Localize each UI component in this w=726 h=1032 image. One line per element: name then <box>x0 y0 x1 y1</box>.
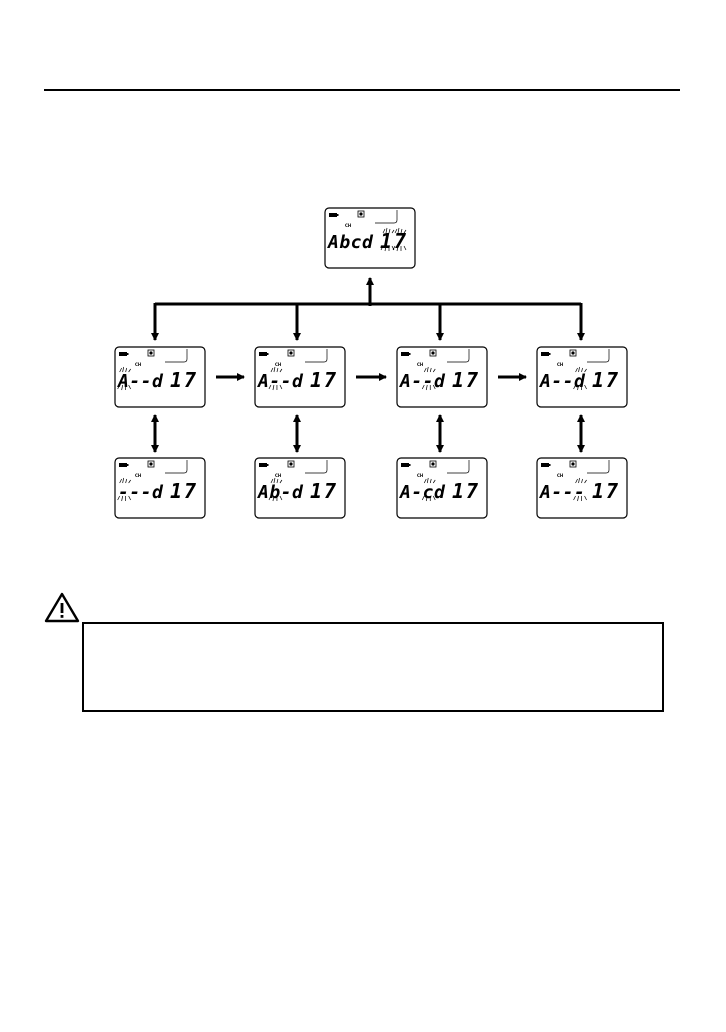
mode-icon-dot <box>431 462 434 465</box>
battery-tip-icon <box>127 464 129 466</box>
mode-icon-dot <box>289 462 292 465</box>
battery-icon <box>119 463 127 467</box>
lcd-text: A--d <box>117 371 164 392</box>
mode-icon-dot <box>149 351 152 354</box>
lcd-display-r1c2: CH A--d 17 <box>255 347 345 407</box>
channel-label: CH <box>135 473 141 478</box>
battery-tip-icon <box>267 353 269 355</box>
mode-icon-dot <box>289 351 292 354</box>
battery-icon <box>401 352 409 356</box>
channel-label: CH <box>417 362 423 367</box>
channel-label: CH <box>275 362 281 367</box>
battery-icon <box>259 463 267 467</box>
battery-tip-icon <box>337 214 339 216</box>
lcd-display-r1c4: CH A--d 17 <box>537 347 627 407</box>
channel-label: CH <box>417 473 423 478</box>
lcd-number: 17 <box>452 368 480 392</box>
channel-label: CH <box>557 473 563 478</box>
lcd-display-r2c4: CH A--- 17 <box>537 458 627 518</box>
battery-icon <box>401 463 409 467</box>
channel-label: CH <box>135 362 141 367</box>
mode-icon-dot <box>359 212 362 215</box>
lcd-number: 17 <box>170 368 198 392</box>
lcd-number: 17 <box>452 479 480 503</box>
battery-icon <box>119 352 127 356</box>
battery-icon <box>329 213 337 217</box>
battery-tip-icon <box>409 353 411 355</box>
battery-icon <box>259 352 267 356</box>
lcd-display-r1c1: CH A--d 17 <box>115 347 205 407</box>
battery-tip-icon <box>409 464 411 466</box>
lcd-text: A--d <box>539 371 586 392</box>
mode-icon-dot <box>571 462 574 465</box>
lcd-display-r2c2: CH Ab-d 17 <box>255 458 345 518</box>
lcd-text: A--- <box>539 482 585 503</box>
lcd-number: 17 <box>310 479 338 503</box>
battery-icon <box>541 463 549 467</box>
channel-label: CH <box>557 362 563 367</box>
lcd-text: Ab-d <box>257 482 304 503</box>
channel-label: CH <box>275 473 281 478</box>
battery-tip-icon <box>127 353 129 355</box>
battery-tip-icon <box>549 464 551 466</box>
battery-tip-icon <box>549 353 551 355</box>
lcd-text: Abcd <box>327 232 374 253</box>
battery-tip-icon <box>267 464 269 466</box>
lcd-number: 17 <box>592 479 620 503</box>
connector-lines <box>155 278 581 452</box>
mode-icon-dot <box>149 462 152 465</box>
lcd-display-top: CHAbcd17 <box>325 208 415 268</box>
mode-icon-dot <box>571 351 574 354</box>
channel-label: CH <box>345 223 351 228</box>
notice-box <box>82 622 664 712</box>
lcd-number: 17 <box>170 479 198 503</box>
lcd-text: A--d <box>257 371 304 392</box>
lcd-text: ---d <box>118 482 164 503</box>
lcd-display-r2c1: CH ---d 17 <box>115 458 205 518</box>
warning-icon <box>44 592 80 624</box>
lcd-number: 17 <box>310 368 338 392</box>
mode-icon-dot <box>431 351 434 354</box>
battery-icon <box>541 352 549 356</box>
lcd-number: 17 <box>592 368 620 392</box>
